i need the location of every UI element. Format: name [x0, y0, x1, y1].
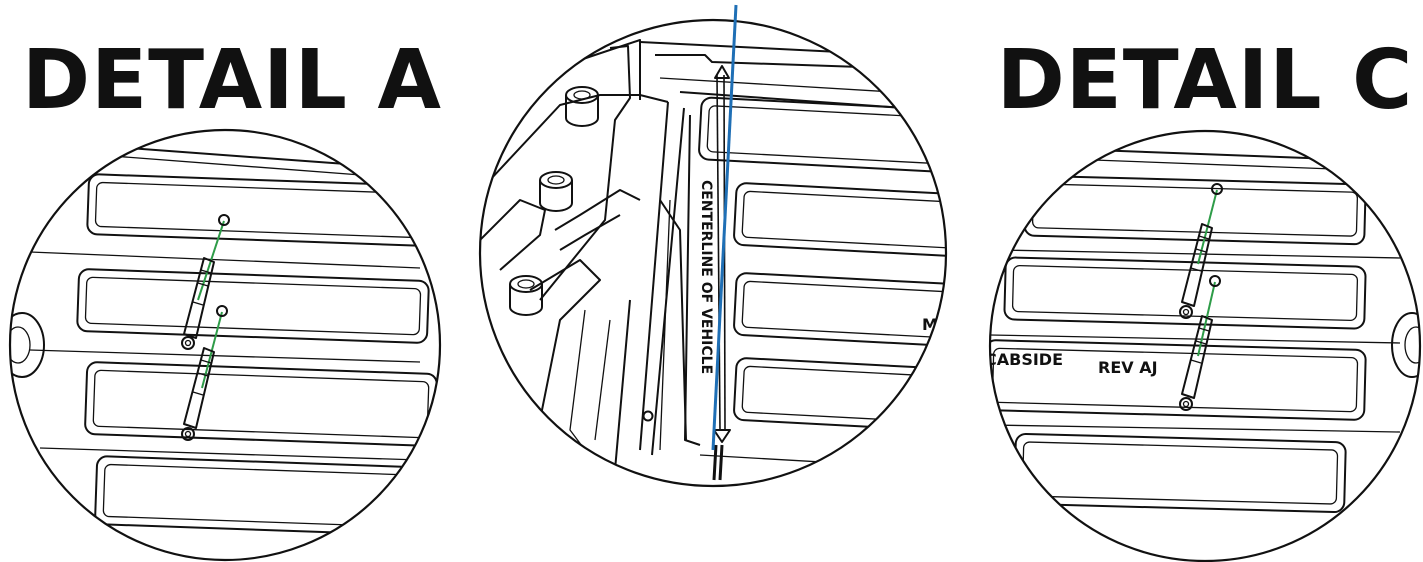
rubber-bumper-icon	[565, 86, 599, 127]
detail-a-view	[8, 128, 442, 562]
louver-slot	[76, 268, 430, 344]
louver-slot	[990, 339, 1367, 421]
vehicle-centerline	[711, 4, 738, 451]
louver-slot	[733, 182, 946, 260]
rivet-pin-icon[interactable]	[181, 305, 228, 441]
screw-hole-icon	[642, 410, 654, 422]
centerline-label: CENTERLINE OF VEHICLE	[698, 180, 714, 374]
louver-slot	[698, 96, 946, 176]
rivet-pin-icon[interactable]	[1179, 275, 1221, 411]
detail-b-view: MI CENTERLINE OF VEHICLE	[478, 4, 948, 488]
rubber-bumper-icon	[509, 275, 543, 316]
rivet-pin-icon[interactable]	[1179, 183, 1223, 319]
cabside-stamp-text: CABSIDE	[985, 350, 1063, 369]
grommet-icon	[1391, 312, 1420, 378]
louver-slot	[733, 272, 946, 350]
grommet-icon	[10, 312, 45, 378]
rivet-pin-icon[interactable]	[181, 214, 230, 350]
detail-c-title: DETAIL C	[997, 33, 1414, 128]
louver-slot	[1003, 256, 1367, 330]
rubber-bumper-icon	[539, 171, 573, 212]
detail-a-title: DETAIL A	[22, 33, 442, 128]
rev-stamp-text: REV AJ	[1098, 358, 1158, 377]
detail-c-view: CABSIDE REV AJ	[985, 129, 1422, 562]
